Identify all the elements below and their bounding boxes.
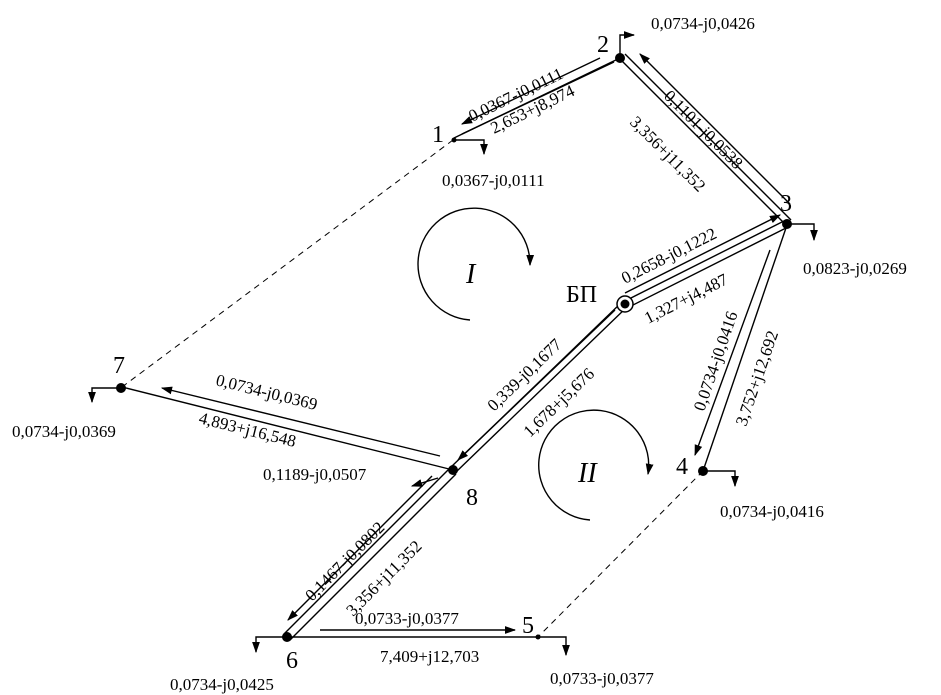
- branch-8-7-impedance: 4,893+j16,548: [197, 408, 298, 450]
- load-arrow-5: [538, 636, 570, 657]
- loop-arrow-2: [538, 409, 654, 521]
- load-arrow-1: [454, 139, 488, 156]
- open-line-4-5: [537, 470, 704, 638]
- node-3-label: 3: [780, 191, 792, 217]
- branch-3-4-impedance: 3,752+j12,692: [732, 328, 782, 428]
- load-label-3: 0,0823-j0,0269: [803, 259, 907, 278]
- line-2-1: [453, 57, 621, 139]
- node-3-dot: [782, 219, 792, 229]
- line-3-4: [702, 224, 788, 472]
- line-8-7: [121, 386, 454, 471]
- loop-arrow-1: [417, 207, 535, 321]
- flow-arrow-8-7: [160, 386, 441, 457]
- line-2-3: [618, 53, 792, 225]
- node-6-label: 6: [286, 648, 298, 674]
- load-label-5: 0,0733-j0,0377: [550, 669, 654, 688]
- node-7-label: 7: [113, 353, 125, 379]
- flow-arrow-8-6: [287, 475, 433, 621]
- node-8-dot: [448, 465, 458, 475]
- node-5-label: 5: [522, 613, 534, 639]
- load-label-6: 0,0734-j0,0425: [170, 675, 274, 694]
- flow-arrow-bp-8: [457, 309, 616, 461]
- open-line-1-7: [121, 139, 454, 388]
- node-4-dot: [698, 466, 708, 476]
- load-label-7: 0,0734-j0,0369: [12, 422, 116, 441]
- node-4-label: 4: [676, 454, 688, 480]
- load-label-8: 0,1189-j0,0507: [263, 465, 367, 484]
- line-8-6: [283, 467, 457, 641]
- node-5-dot: [535, 634, 541, 640]
- node-7-dot: [116, 383, 126, 393]
- node-1-label: 1: [432, 122, 444, 148]
- node-1-dot: [451, 137, 457, 143]
- node-6-dot: [282, 632, 292, 642]
- load-arrow-3: [787, 223, 818, 242]
- loop-label-2: II: [577, 458, 598, 489]
- flow-arrow-3-2: [639, 53, 791, 205]
- load-label-1: 0,0367-j0,0111: [442, 171, 545, 190]
- branch-6-5-flow: 0,0733-j0,0377: [355, 609, 459, 628]
- flow-arrow-3-4: [694, 249, 771, 457]
- flow-arrow-bp-3: [624, 214, 782, 294]
- load-arrow-7: [88, 387, 121, 404]
- load-arrow-2: [619, 31, 636, 58]
- node-bp-label: БП: [566, 282, 597, 308]
- load-arrow-6: [252, 636, 287, 654]
- node-8-label: 8: [466, 485, 478, 511]
- node-2-label: 2: [597, 32, 609, 58]
- flow-arrow-2-1: [460, 57, 601, 125]
- load-arrow-4: [703, 470, 739, 488]
- branch-6-5-impedance: 7,409+j12,703: [380, 647, 479, 666]
- line-bp-8: [449, 301, 629, 473]
- load-label-2: 0,0734-j0,0426: [651, 14, 755, 33]
- node-2-dot: [615, 53, 625, 63]
- line-bp-3: [624, 220, 789, 308]
- branch-8-7-flow: 0,0734-j0,0369: [214, 370, 319, 414]
- load-arrow-8: [410, 477, 439, 487]
- load-label-4: 0,0734-j0,0416: [720, 502, 824, 521]
- power-source-bp-symbol: [616, 295, 634, 313]
- loop-label-1: I: [465, 259, 477, 290]
